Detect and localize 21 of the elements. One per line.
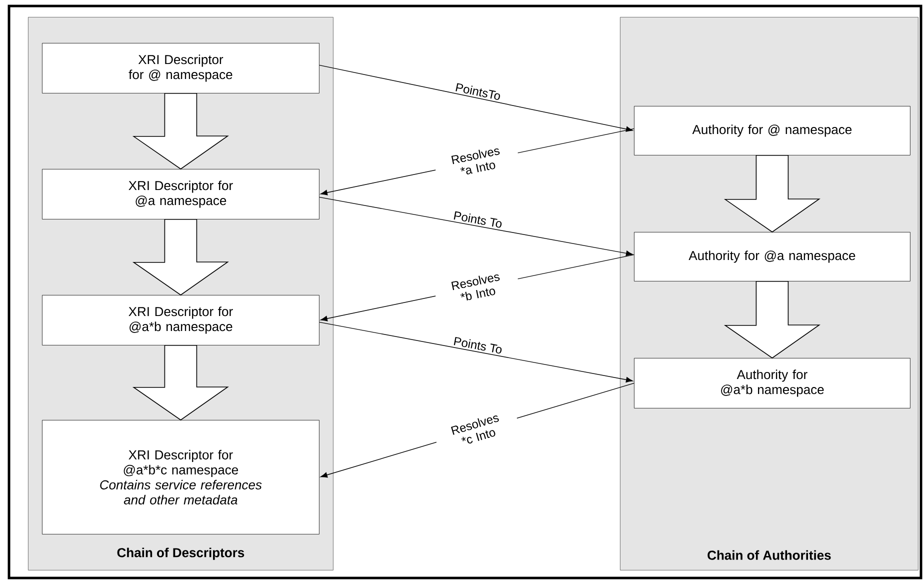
descriptor-box: XRI Descriptor for @ namespace	[42, 42, 320, 94]
authority-box: Authority for @a*b namespace	[634, 358, 910, 408]
edge-label: Points To	[454, 211, 502, 228]
authority-box: Authority for @a namespace	[634, 232, 910, 282]
block-arrow	[724, 280, 820, 358]
arrow	[319, 64, 633, 132]
arrow	[319, 322, 633, 382]
block-arrow	[132, 93, 229, 170]
descriptor-box: XRI Descriptor for @a namespace	[42, 169, 320, 220]
edge-label: Resolves *c Into	[451, 416, 499, 444]
block-arrow	[724, 155, 820, 232]
arrow	[319, 196, 633, 256]
block-arrow	[132, 218, 229, 296]
edge-label: PointsTo	[456, 83, 500, 100]
authority-box: Authority for @ namespace	[634, 106, 910, 156]
edge-label: Resolves *a Into	[451, 148, 500, 174]
block-arrow	[132, 344, 229, 420]
descriptor-box: XRI Descriptor for @a*b namespace	[42, 295, 320, 346]
descriptor-box: XRI Descriptor for @a*b*c namespace Contains service references and other metadata	[42, 420, 320, 534]
edge-label: Resolves *b Into	[451, 274, 500, 300]
edge-label: Points To	[454, 336, 502, 354]
